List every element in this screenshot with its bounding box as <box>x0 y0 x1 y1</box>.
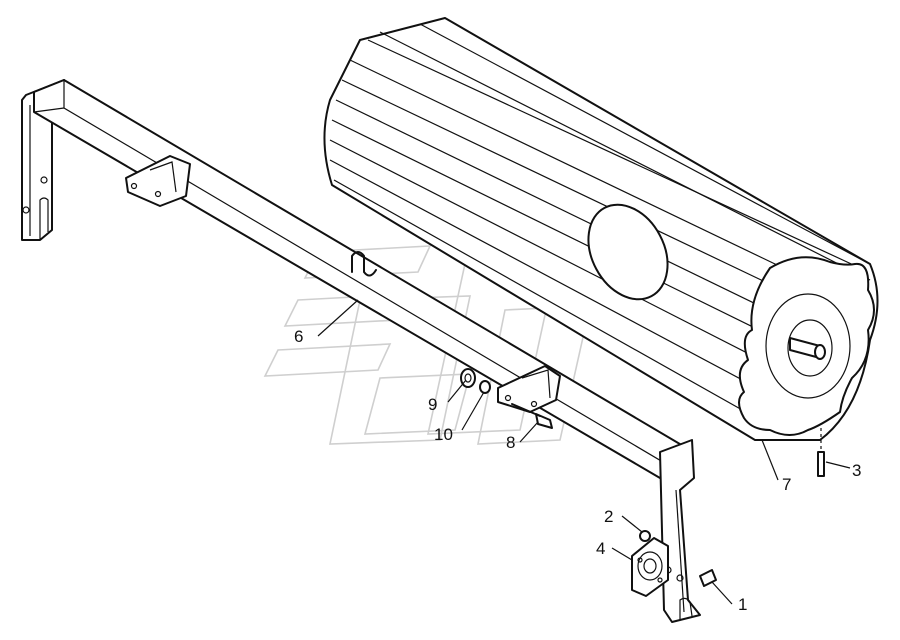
frame-beam <box>21 79 701 623</box>
washer-10 <box>479 380 491 394</box>
callout-1: 1 <box>738 595 747 614</box>
slatted-roller <box>323 17 879 441</box>
pin-3 <box>817 428 825 477</box>
flange-bearing <box>631 537 669 597</box>
callout-9: 9 <box>428 395 437 414</box>
callout-6: 6 <box>294 327 303 346</box>
bolt-8 <box>511 403 553 429</box>
callout-2: 2 <box>604 507 613 526</box>
callout-10: 10 <box>434 425 453 444</box>
callout-3: 3 <box>852 461 861 480</box>
callout-4: 4 <box>596 539 605 558</box>
callout-7: 7 <box>782 475 791 494</box>
nut-2 <box>639 530 651 542</box>
callout-8: 8 <box>506 433 515 452</box>
callout-labels: 1 2 3 4 6 7 8 9 10 <box>294 327 861 614</box>
leader-lines <box>317 299 851 605</box>
